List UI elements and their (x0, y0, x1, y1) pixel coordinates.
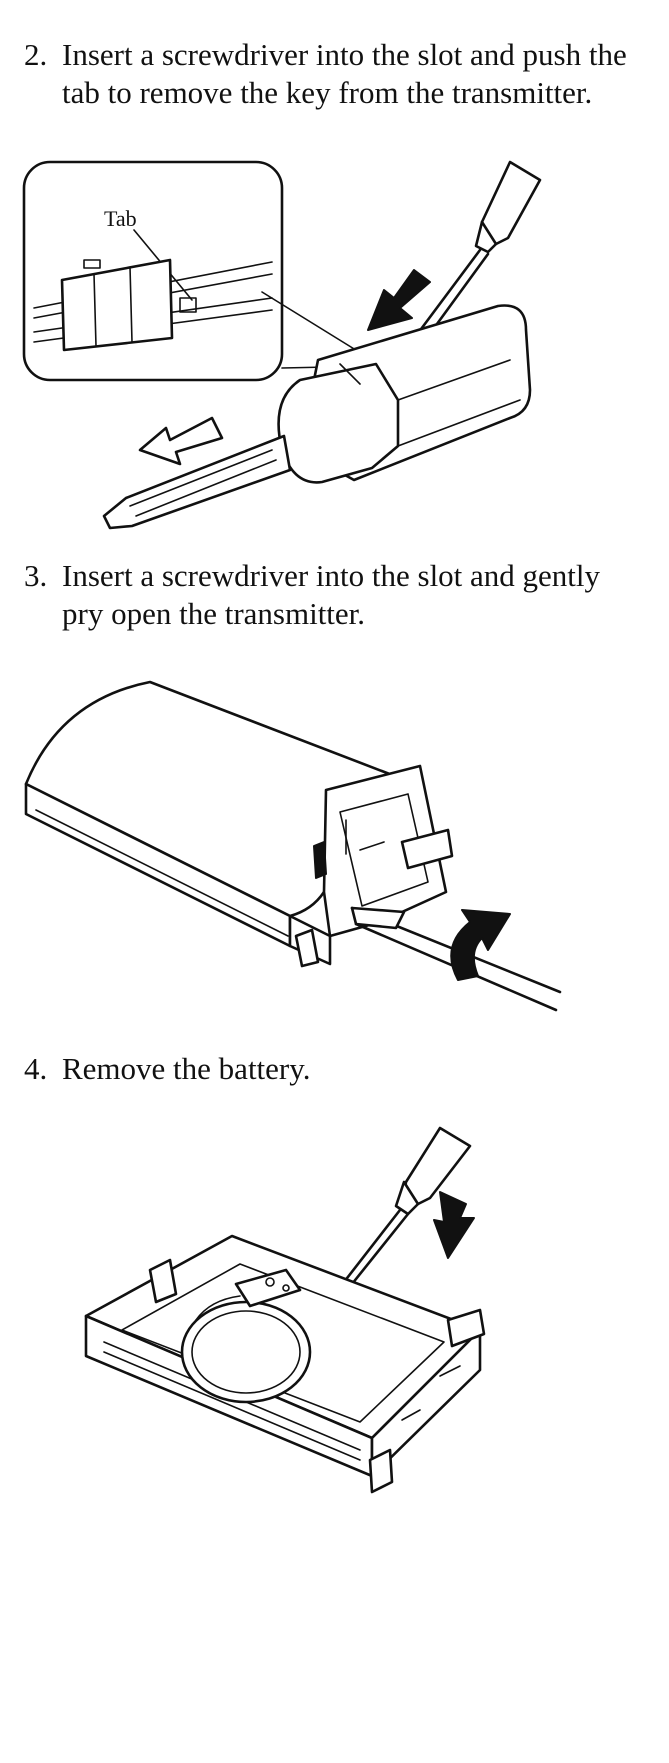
push-down-arrow (367, 269, 431, 331)
step-text: Remove the battery. (62, 1051, 311, 1086)
step-4: 4. Remove the battery. (24, 1050, 644, 1088)
pull-out-arrow (138, 416, 224, 466)
step-text: Insert a screwdriver into the slot and g… (62, 558, 601, 631)
tab-detail-callout: Tab (22, 160, 284, 382)
key-removal-illustration: Tab (22, 160, 542, 530)
step-text: Insert a screwdriver into the slot and p… (62, 37, 627, 110)
rotate-arrow (450, 909, 511, 981)
key-blade (102, 434, 292, 530)
step-2: 2. Insert a screwdriver into the slot an… (24, 36, 644, 112)
coin-battery (180, 1268, 312, 1404)
transmitter-shell (24, 680, 454, 968)
step-number: 4. (24, 1051, 48, 1086)
step-3: 3. Insert a screwdriver into the slot an… (24, 557, 644, 633)
tab-label: Tab (104, 206, 137, 231)
transmitter (277, 304, 532, 484)
battery-removal-illustration (84, 1126, 486, 1494)
pry-open-illustration (24, 680, 562, 1012)
step-number: 2. (24, 37, 48, 72)
press-down-arrow (433, 1191, 475, 1259)
screwdriver (390, 160, 542, 374)
step-number: 3. (24, 558, 48, 593)
